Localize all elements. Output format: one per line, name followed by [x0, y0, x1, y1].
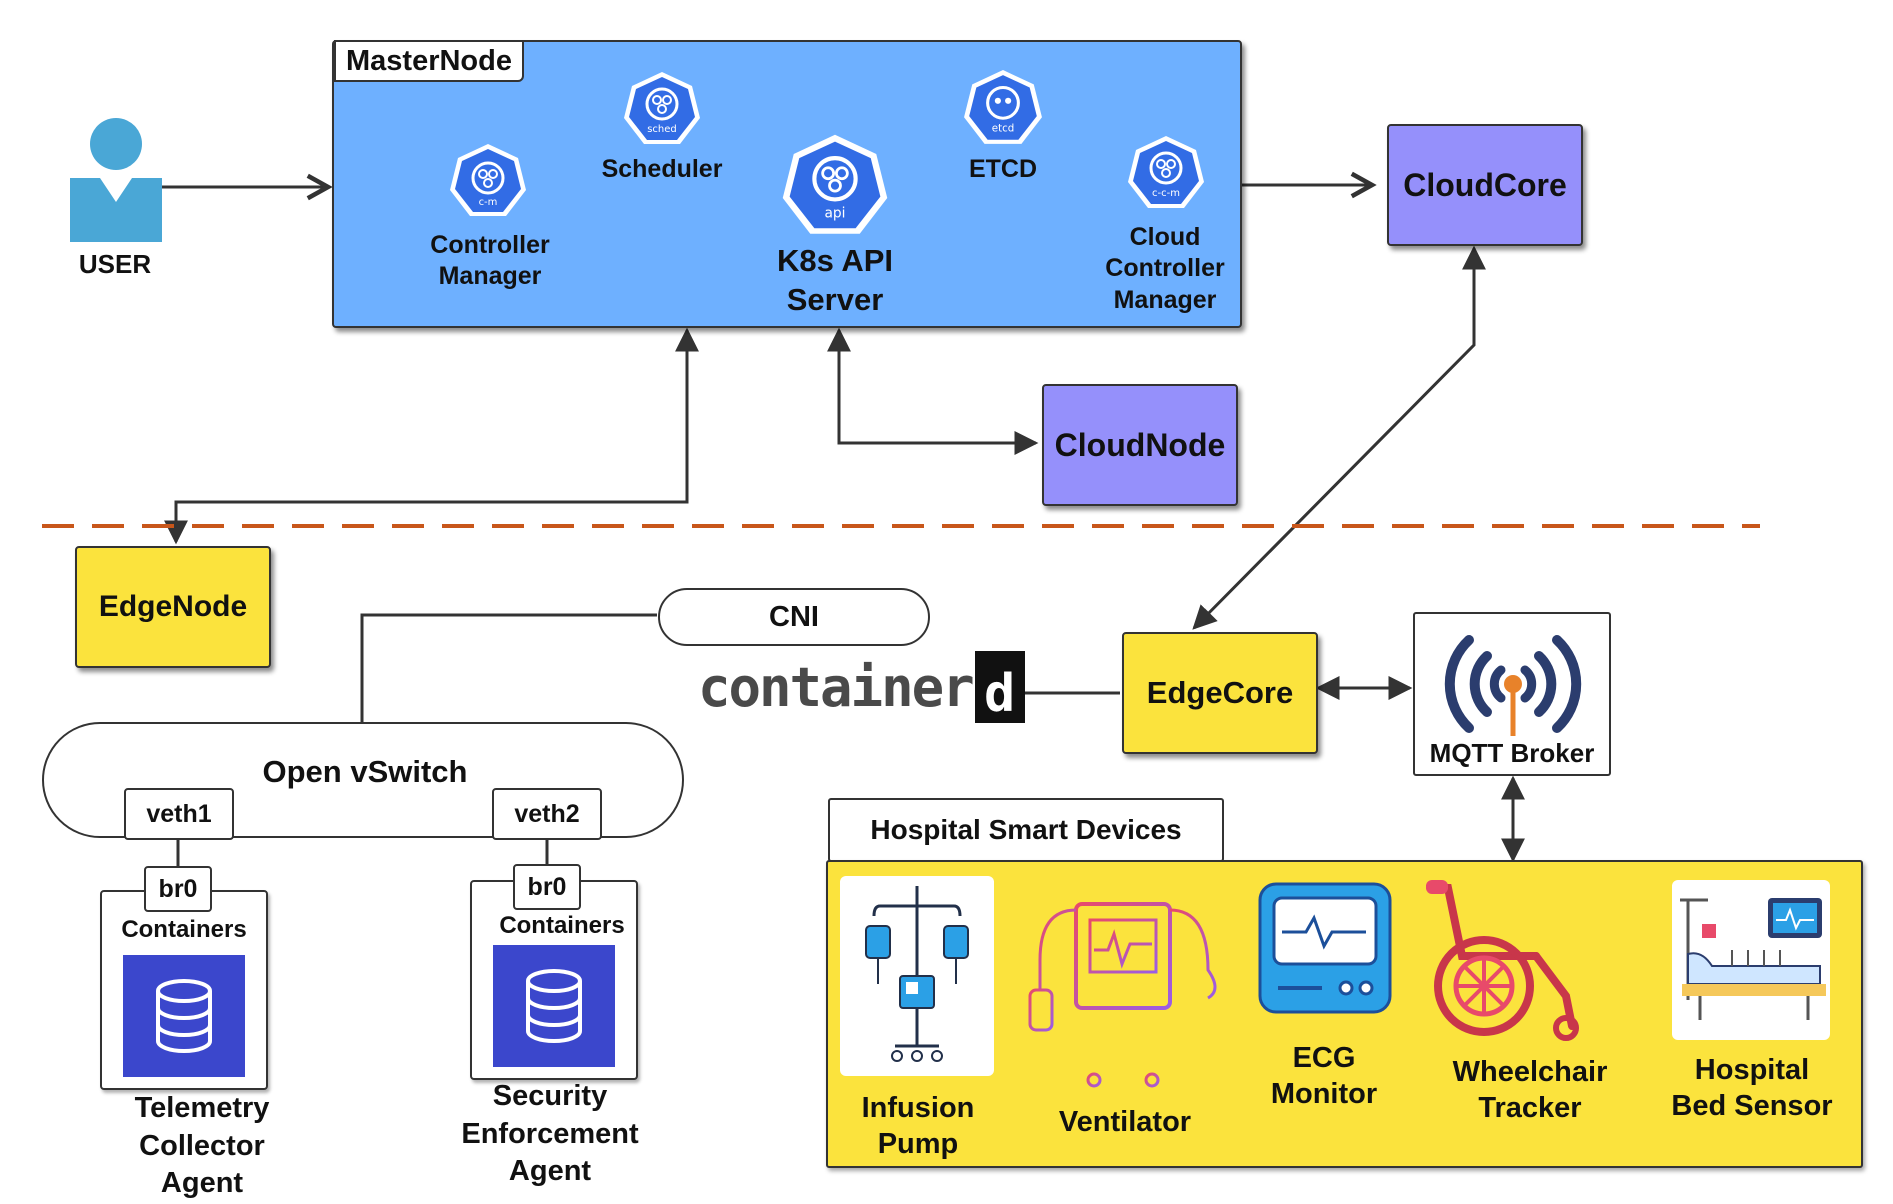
hospital-title: Hospital Smart Devices: [870, 814, 1182, 845]
pod-telemetry-db-tile: [120, 952, 248, 1080]
pod-security-br0[interactable]: br0: [513, 864, 581, 910]
hospital-bed-label: Hospital Bed Sensor: [1671, 1054, 1833, 1123]
ventilator-card[interactable]: [1028, 880, 1220, 1090]
ovs-label: Open vSwitch: [262, 754, 468, 789]
svg-text:c-m: c-m: [479, 197, 498, 208]
containerd-logo: container d: [698, 650, 1025, 724]
containerd-badge: d: [974, 651, 1025, 724]
controller-manager-icon: c-m: [448, 142, 528, 227]
api-cloudnode-arrow: [827, 327, 1039, 455]
infusion-pump-icon: [865, 886, 969, 1062]
scheduler-label: Scheduler: [601, 155, 723, 183]
mqtt-broadcast-icon: [1444, 635, 1582, 736]
cloudcore-label: CloudCore: [1403, 166, 1567, 203]
infusion-pump-card[interactable]: [840, 876, 994, 1076]
hospital-bed-icon: [1680, 898, 1826, 1020]
etcd-label: ETCD: [968, 155, 1038, 183]
wheelchair-label: Wheelchair Tracker: [1452, 1056, 1608, 1125]
br0-label: br0: [527, 872, 567, 901]
scheduler-icon: sched: [622, 70, 702, 155]
etcd-icon: etcd: [962, 68, 1044, 155]
security-agent-label: Security Enforcement Agent: [461, 1080, 639, 1188]
pod-telemetry-containers-label: Containers: [121, 916, 247, 943]
veth2-tag[interactable]: veth2: [492, 788, 602, 840]
veth2-label: veth2: [514, 799, 580, 828]
svg-text:etcd: etcd: [992, 123, 1014, 135]
pod-security-containers-label: Containers: [499, 912, 625, 939]
telemetry-agent-label: Telemetry Collector Agent: [134, 1092, 270, 1200]
ventilator-label: Ventilator: [1058, 1106, 1192, 1138]
cni-pill[interactable]: CNI: [658, 588, 930, 646]
edgenode-label: EdgeNode: [98, 590, 248, 623]
mqtt-label: MQTT Broker: [1429, 738, 1595, 768]
api-server-label: K8s API Server: [776, 243, 893, 317]
cni-label: CNI: [769, 600, 819, 633]
pod-security[interactable]: Containers: [470, 880, 638, 1080]
cloudnode-box[interactable]: CloudNode: [1042, 384, 1238, 506]
pod-telemetry-br0[interactable]: br0: [144, 866, 212, 912]
hospital-title-box: Hospital Smart Devices: [828, 798, 1224, 862]
mqtt-broker-box[interactable]: MQTT Broker: [1413, 612, 1611, 776]
br0-label: br0: [158, 874, 198, 903]
infusion-pump-label: Infusion Pump: [861, 1092, 975, 1161]
ecg-monitor-icon: [1258, 882, 1392, 1014]
cloudnode-label: CloudNode: [1054, 426, 1226, 463]
containerd-text: container: [698, 655, 975, 719]
edgecore-label: EdgeCore: [1146, 675, 1294, 710]
svg-text:api: api: [825, 205, 846, 221]
user-figure: [64, 118, 164, 248]
pod-security-db-tile: [490, 942, 618, 1070]
user-label: USER: [78, 249, 152, 279]
master-edgenode-arrow: [164, 327, 699, 545]
ventilator-icon: [1028, 902, 1217, 1088]
cni-ovs-line: [360, 613, 657, 722]
veth1-label: veth1: [146, 799, 212, 828]
cloud-controller-manager-icon: c-c-m: [1126, 134, 1206, 219]
pod-telemetry[interactable]: Containers: [100, 890, 268, 1090]
wheelchair-card[interactable]: [1426, 876, 1586, 1041]
user-icon: [70, 118, 162, 242]
svg-text:sched: sched: [647, 124, 677, 135]
edgecore-box[interactable]: EdgeCore: [1122, 632, 1318, 754]
cloudcore-box[interactable]: CloudCore: [1387, 124, 1583, 246]
hospital-bed-card[interactable]: [1672, 880, 1830, 1040]
api-server-icon: api: [780, 132, 890, 247]
veth1-tag[interactable]: veth1: [124, 788, 234, 840]
database-icon: [526, 969, 582, 1043]
cloudcore-edgecore-arrow: [1192, 245, 1486, 630]
cloud-controller-manager-label: Cloud Controller Manager: [1105, 223, 1225, 314]
database-icon: [156, 979, 212, 1053]
ecg-monitor-card[interactable]: [1256, 880, 1394, 1016]
edgenode-box[interactable]: EdgeNode: [75, 546, 271, 668]
svg-text:c-c-m: c-c-m: [1152, 188, 1180, 199]
controller-manager-label: Controller Manager: [430, 231, 550, 291]
masternode-title-text: MasterNode: [346, 45, 512, 77]
wheelchair-icon: [1426, 880, 1579, 1041]
ecg-monitor-label: ECG Monitor: [1270, 1042, 1378, 1111]
masternode-title: MasterNode: [334, 40, 524, 82]
